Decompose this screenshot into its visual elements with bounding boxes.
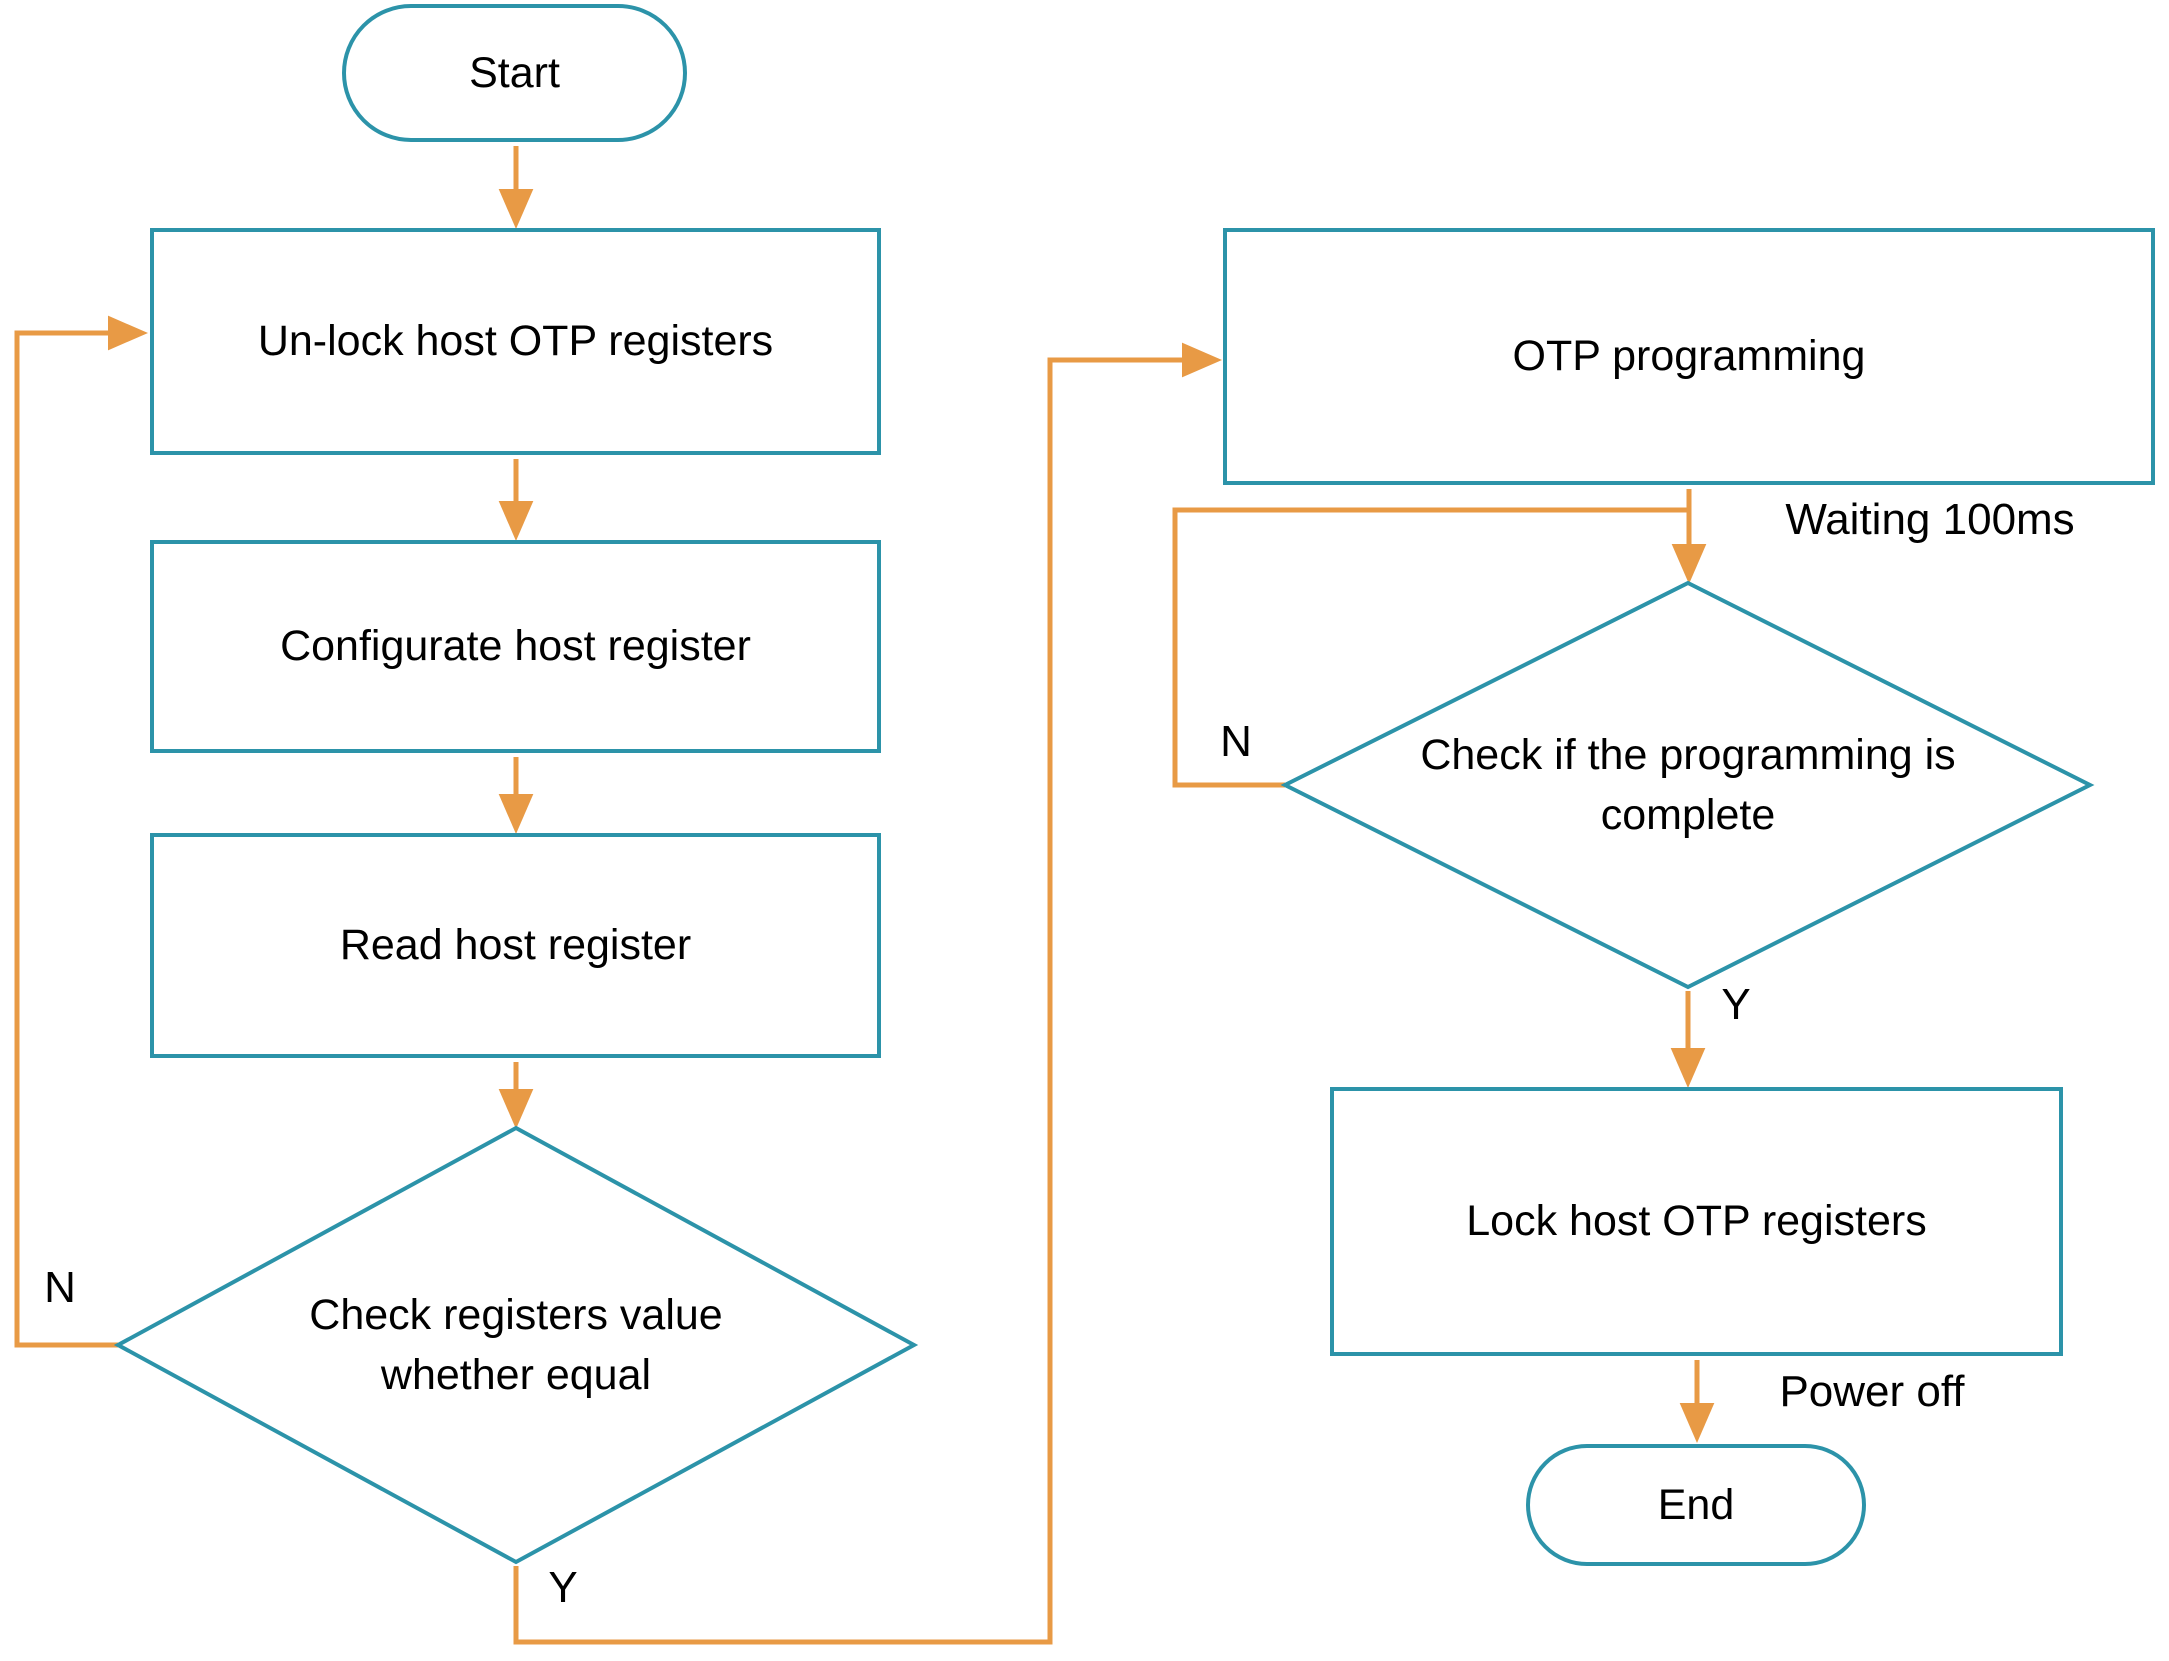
end-node: End xyxy=(1526,1444,1866,1566)
check-complete-yes-label: Y xyxy=(1721,980,1751,1029)
otp-programming-label: OTP programming xyxy=(1512,332,1866,381)
power-off-label: Power off xyxy=(1779,1367,1965,1416)
read-node: Read host register xyxy=(150,833,881,1058)
start-node: Start xyxy=(342,4,687,142)
check-complete-label: Check if the programming is complete xyxy=(1420,730,1956,839)
check-equal-diamond xyxy=(113,1125,919,1565)
unlock-node: Un-lock host OTP registers xyxy=(150,228,881,455)
unlock-label: Un-lock host OTP registers xyxy=(257,317,774,366)
edge-check-complete-no-loop xyxy=(1172,507,1687,788)
check-equal-no-label: N xyxy=(44,1263,76,1312)
waiting-100ms-label: Waiting 100ms xyxy=(1785,495,2075,544)
check-equal-label: Check registers value whether equal xyxy=(309,1290,723,1399)
edge-check-equal-yes-to-otp xyxy=(513,342,1222,1645)
otp-programming-node: OTP programming xyxy=(1223,228,2155,485)
configurate-node: Configurate host register xyxy=(150,540,881,753)
lock-label: Lock host OTP registers xyxy=(1466,1197,1927,1246)
lock-node: Lock host OTP registers xyxy=(1330,1087,2063,1356)
check-equal-yes-label: Y xyxy=(548,1563,578,1612)
edge-check-equal-no-to-unlock xyxy=(14,315,148,1348)
check-complete-diamond xyxy=(1280,580,2095,990)
end-label: End xyxy=(1657,1480,1735,1529)
configurate-label: Configurate host register xyxy=(280,622,751,671)
check-complete-no-label: N xyxy=(1220,717,1252,766)
read-label: Read host register xyxy=(339,921,692,970)
start-label: Start xyxy=(469,48,560,97)
